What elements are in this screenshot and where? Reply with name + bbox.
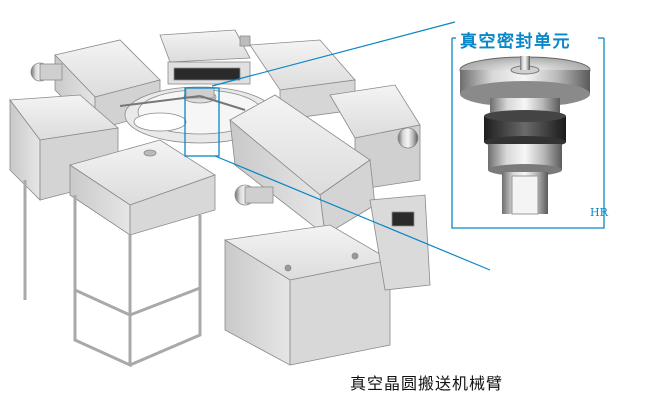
seal-location-highlight xyxy=(184,87,220,157)
figure-caption: 真空晶圆搬送机械臂 xyxy=(350,374,504,393)
inset-model-label: HR xyxy=(590,206,608,219)
inset-title: 真空密封单元 xyxy=(456,27,575,52)
wafer-transfer-robot xyxy=(9,29,431,368)
callout-lines xyxy=(211,21,491,271)
vacuum-seal-unit xyxy=(459,56,591,215)
